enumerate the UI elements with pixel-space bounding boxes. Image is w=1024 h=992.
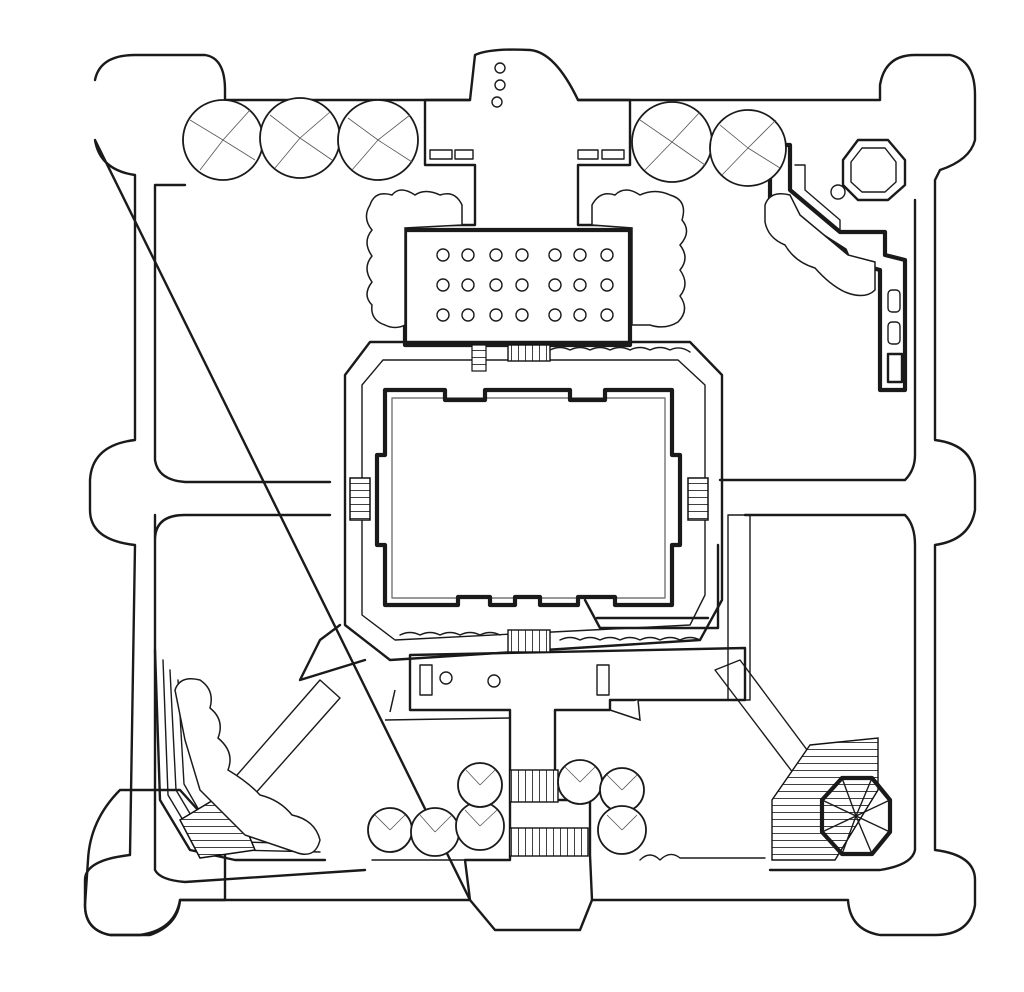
tree (182, 99, 264, 181)
south-steps-bottom (509, 827, 589, 857)
shrub-hedges (174, 189, 876, 855)
building-footprint (374, 387, 683, 608)
tree (259, 97, 341, 179)
tree (337, 99, 419, 181)
tree (631, 101, 713, 183)
west-steps (349, 477, 371, 521)
tree (367, 807, 413, 853)
tree (709, 109, 787, 187)
north-terrace-planting-grid (436, 248, 614, 322)
south-entry-plaza (408, 629, 747, 932)
south-hedge-west (384, 689, 641, 722)
tree (597, 805, 647, 855)
east-steps (687, 477, 709, 521)
fountain (841, 138, 907, 202)
south-steps-main (507, 629, 551, 653)
tree (557, 759, 603, 805)
west-stair-shrubs (174, 678, 321, 855)
southwest-corner-plaza (83, 788, 227, 937)
northeast-shrubs (764, 193, 876, 297)
gazebo (771, 737, 893, 861)
tree (410, 807, 460, 857)
south-steps-lower (509, 769, 559, 803)
tree (455, 801, 505, 851)
tree (457, 762, 503, 808)
east-paving-strip (583, 514, 751, 701)
north-entry-plaza (402, 48, 633, 372)
trees (182, 97, 787, 857)
low-hedge-lines (371, 346, 766, 861)
north-terrace-west-shrubs (365, 189, 463, 329)
north-terrace-east-shrubs (591, 189, 688, 328)
